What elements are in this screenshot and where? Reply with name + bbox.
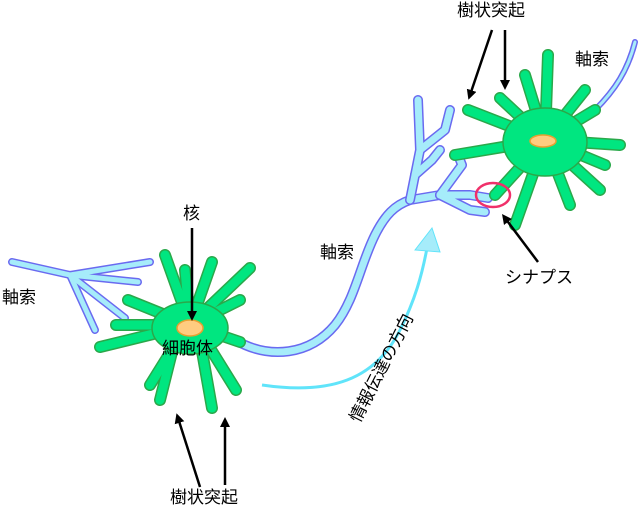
label-nucleus: 核 [183, 204, 200, 224]
nucleus-right [529, 134, 557, 148]
arrow-dendrite-top-1 [466, 29, 494, 100]
nucleus-left [176, 319, 204, 337]
synapse-ring [474, 181, 512, 209]
label-cell-body: 細胞体 [162, 339, 213, 359]
label-axon-left: 軸索 [2, 288, 36, 308]
axon-top-right [592, 39, 638, 113]
label-dendrite-bottom: 樹状突起 [170, 488, 238, 508]
direction-arrow [261, 226, 441, 390]
pointer-arrows [174, 29, 539, 488]
arrow-dendrite-bottom-1 [174, 413, 202, 488]
axon-terminal-left [8, 258, 154, 334]
neuron-left [94, 249, 256, 414]
neuron-right [449, 49, 626, 231]
label-dendrite-top: 樹状突起 [457, 1, 525, 21]
label-synapse: シナプス [505, 268, 573, 288]
arrow-synapse [502, 214, 539, 263]
label-axon-top-right: 軸索 [575, 50, 609, 70]
label-axon-middle: 軸索 [320, 243, 354, 263]
axon-main [230, 95, 493, 357]
